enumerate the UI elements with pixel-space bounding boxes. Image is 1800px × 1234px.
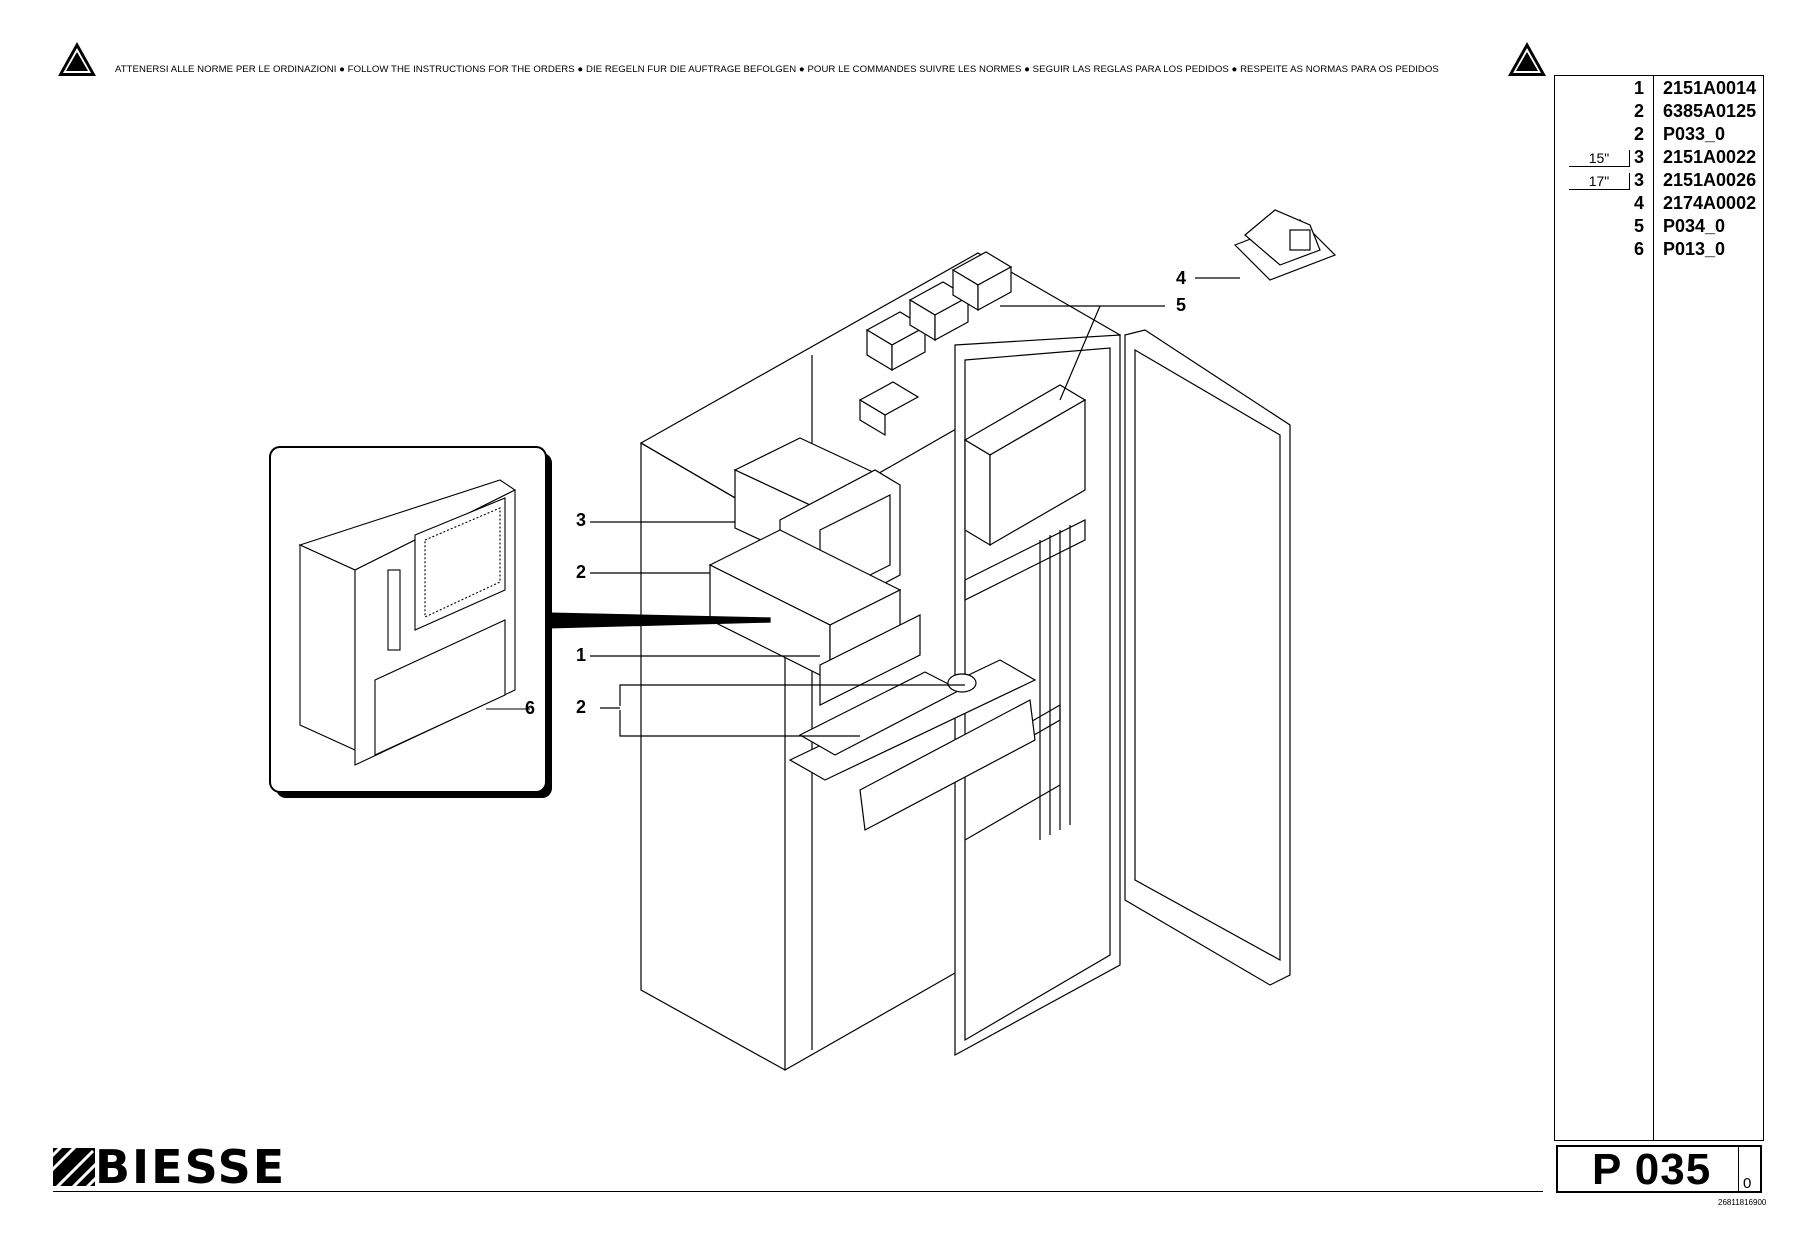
part-qty: 6	[1633, 239, 1644, 259]
parts-row: 2 P033_0	[1555, 124, 1765, 147]
parts-row: 1 2151A0014	[1555, 78, 1765, 101]
warning-triangle-icon	[58, 42, 96, 76]
part-code: 2174A0002	[1663, 193, 1757, 213]
brand-logo: BIESSE	[95, 1140, 287, 1194]
part-qty: 2	[1633, 124, 1644, 144]
callout-footswitch: 4	[1176, 268, 1187, 288]
parts-row: 6 P013_0	[1555, 239, 1765, 262]
parts-row: 2 6385A0125	[1555, 101, 1765, 124]
monitor-size-tag: 15"	[1569, 150, 1630, 167]
callout-cpu: 2	[576, 562, 587, 582]
biesse-logo-mark	[53, 1148, 95, 1186]
parts-row: 5 P034_0	[1555, 216, 1765, 239]
part-code: P013_0	[1663, 239, 1726, 259]
cabinet-exploded-drawing	[269, 209, 1337, 1072]
part-code: P034_0	[1663, 216, 1726, 236]
part-qty: 4	[1633, 193, 1644, 213]
page-number: P 035	[1592, 1145, 1712, 1194]
parts-row: 15" 3 2151A0022	[1555, 147, 1765, 170]
callout-keyboard: 2	[576, 697, 587, 717]
callout-monitor: 3	[576, 510, 587, 530]
part-code: 2151A0026	[1663, 170, 1757, 190]
part-code: 2151A0014	[1663, 78, 1757, 98]
callout-detail-keyboard: 6	[525, 698, 536, 718]
part-code: P033_0	[1663, 124, 1726, 144]
monitor-size-tag: 17"	[1569, 173, 1630, 190]
part-code: 2151A0022	[1663, 147, 1757, 167]
callout-modules: 5	[1176, 295, 1187, 315]
revision-number: 0	[1743, 1175, 1752, 1192]
part-qty: 1	[1633, 78, 1644, 98]
order-instructions-notice: ATTENERSI ALLE NORME PER LE ORDINAZIONI …	[115, 64, 1439, 75]
part-qty: 2	[1633, 101, 1644, 121]
part-code: 6385A0125	[1663, 101, 1757, 121]
parts-list: 1 2151A0014 2 6385A0125 2 P033_0 15" 3 2…	[1554, 75, 1764, 1141]
document-number: 26811816900	[1718, 1198, 1767, 1207]
parts-row: 17" 3 2151A0026	[1555, 170, 1765, 193]
warning-triangle-icon	[1508, 42, 1546, 76]
callout-panel: 1	[576, 645, 587, 665]
part-qty: 5	[1633, 216, 1644, 236]
part-qty: 3	[1633, 170, 1644, 190]
page-number-box: P 035 0	[1556, 1145, 1762, 1194]
revision-box: 0	[1738, 1145, 1760, 1193]
parts-row: 4 2174A0002	[1555, 193, 1765, 216]
footer-rule	[53, 1191, 1543, 1192]
part-qty: 3	[1633, 147, 1644, 167]
